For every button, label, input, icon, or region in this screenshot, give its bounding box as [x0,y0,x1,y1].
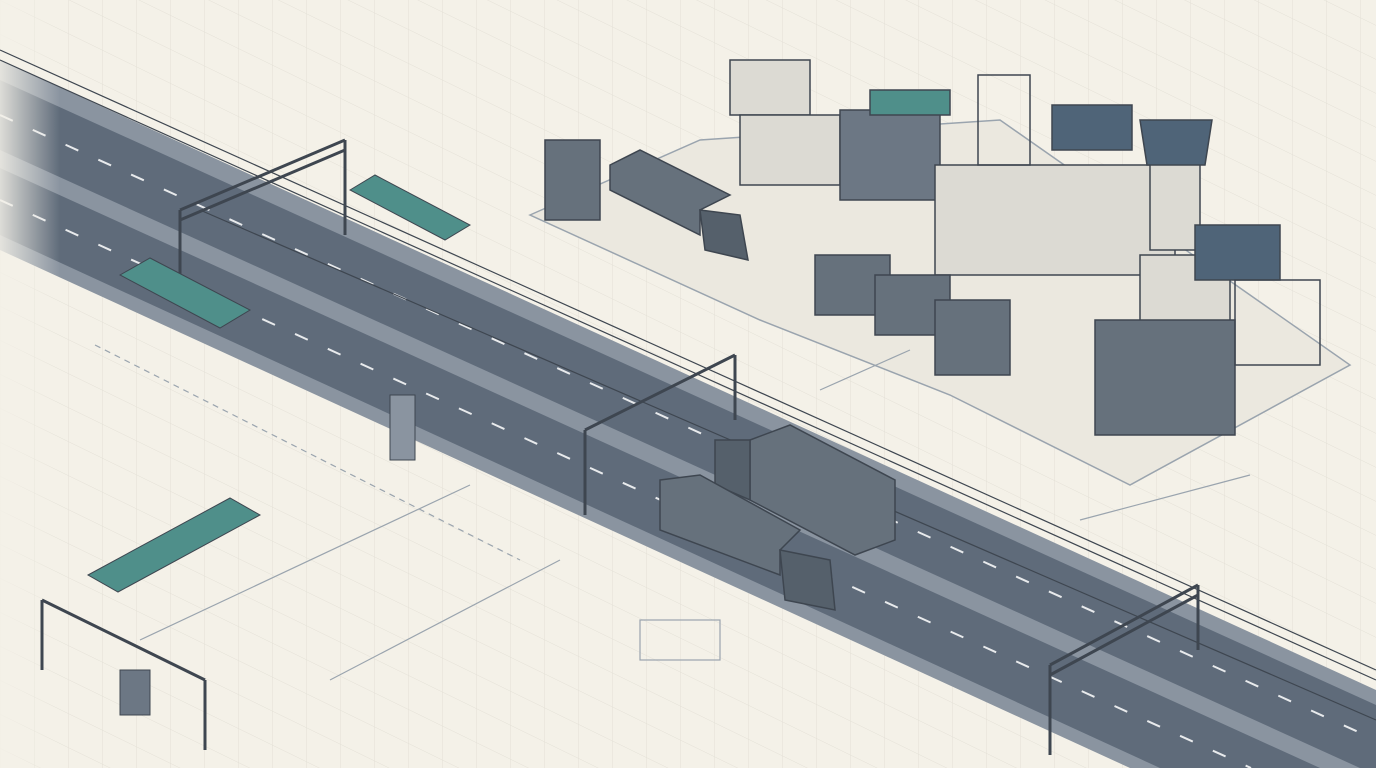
gantry-beam [1049,583,1199,677]
blueprint-arrow [1079,474,1251,521]
gantry-left [178,138,347,290]
gantry-beam [584,353,736,432]
solar-panel [348,174,472,241]
container [729,59,811,116]
gantry-beam [179,138,346,222]
watch-tower [977,74,1031,166]
highway-road-surface [0,80,1376,768]
gantry-right [1048,583,1200,755]
wire [0,49,1376,671]
truck-cab [779,549,836,611]
blueprint-arrow [139,484,471,641]
trucks [609,149,1011,611]
charging-kiosk [389,394,416,461]
container-stack [1094,319,1236,436]
charging-kiosk [119,669,151,716]
control-tower [1149,159,1201,251]
gantry-beam [41,598,206,682]
blueprint-arrow [329,559,561,681]
truck-cab [699,209,749,261]
dock-building [839,109,941,201]
solar-panel [86,497,262,593]
gantry-bottom-left [40,598,207,750]
scaffold-frame [1234,279,1321,366]
gantry-middle [583,353,737,515]
solar-panel [118,257,252,329]
logistics-buildings [544,59,1321,436]
blueprint-dashed-line [94,344,521,561]
blueprint-annotations [94,344,1251,681]
blueprint-box [639,619,721,661]
truck-cab [714,439,751,502]
container-stack [1194,224,1281,281]
wire [0,59,1376,681]
control-screen [1051,104,1133,151]
loading-dock [934,164,1176,276]
docked-truck [934,299,1011,376]
blueprint-arrow [819,349,911,391]
solar-canopy [86,174,472,593]
highway-median [0,150,1360,768]
control-tower-cab [1139,119,1213,166]
solar-roof [869,89,951,116]
container-stack [544,139,601,221]
warehouse [739,114,841,186]
